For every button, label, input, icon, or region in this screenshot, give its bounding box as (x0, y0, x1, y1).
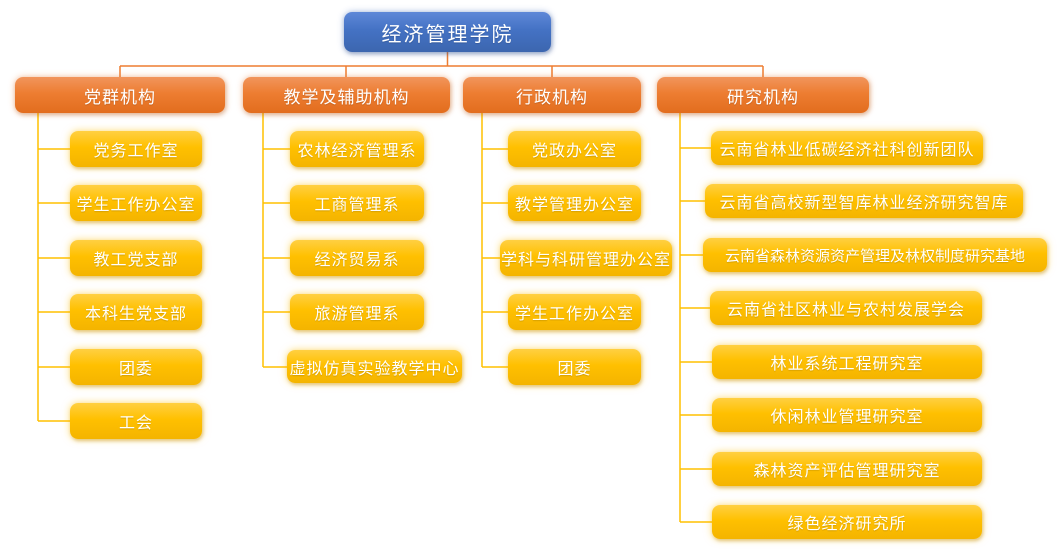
org-node: 学生工作办公室 (70, 185, 202, 221)
org-node: 工会 (70, 403, 202, 439)
org-node: 党务工作室 (70, 131, 202, 167)
org-node: 云南省林业低碳经济社科创新团队 (711, 131, 983, 165)
org-node: 教工党支部 (70, 240, 202, 276)
org-node: 绿色经济研究所 (712, 505, 982, 539)
org-node: 经济贸易系 (290, 240, 424, 276)
org-node: 休闲林业管理研究室 (712, 398, 982, 432)
item-connectors (37, 113, 712, 523)
org-branch-administrative: 行政机构 (463, 77, 641, 113)
org-node: 党政办公室 (508, 131, 641, 167)
org-node: 学科与科研管理办公室 (500, 240, 672, 276)
org-node: 森林资产评估管理研究室 (712, 452, 982, 486)
org-node: 农林经济管理系 (290, 131, 424, 167)
branch-connectors (119, 52, 764, 77)
org-branch-party-mass: 党群机构 (15, 77, 225, 113)
org-branch-research: 研究机构 (657, 77, 869, 113)
org-node: 林业系统工程研究室 (712, 345, 982, 379)
org-node: 云南省社区林业与农村发展学会 (710, 291, 982, 325)
org-node: 虚拟仿真实验教学中心 (287, 350, 462, 383)
org-node: 工商管理系 (290, 185, 424, 221)
org-node: 教学管理办公室 (508, 185, 641, 221)
org-node: 学生工作办公室 (508, 294, 641, 330)
org-node-root: 经济管理学院 (344, 12, 551, 52)
org-node: 云南省森林资源资产管理及林权制度研究基地 (703, 238, 1047, 272)
org-node: 旅游管理系 (290, 294, 424, 330)
org-branch-teaching: 教学及辅助机构 (243, 77, 450, 113)
org-node: 团委 (508, 349, 641, 385)
org-node: 云南省高校新型智库林业经济研究智库 (705, 184, 1023, 218)
org-node: 团委 (70, 349, 202, 385)
org-node: 本科生党支部 (70, 294, 202, 330)
